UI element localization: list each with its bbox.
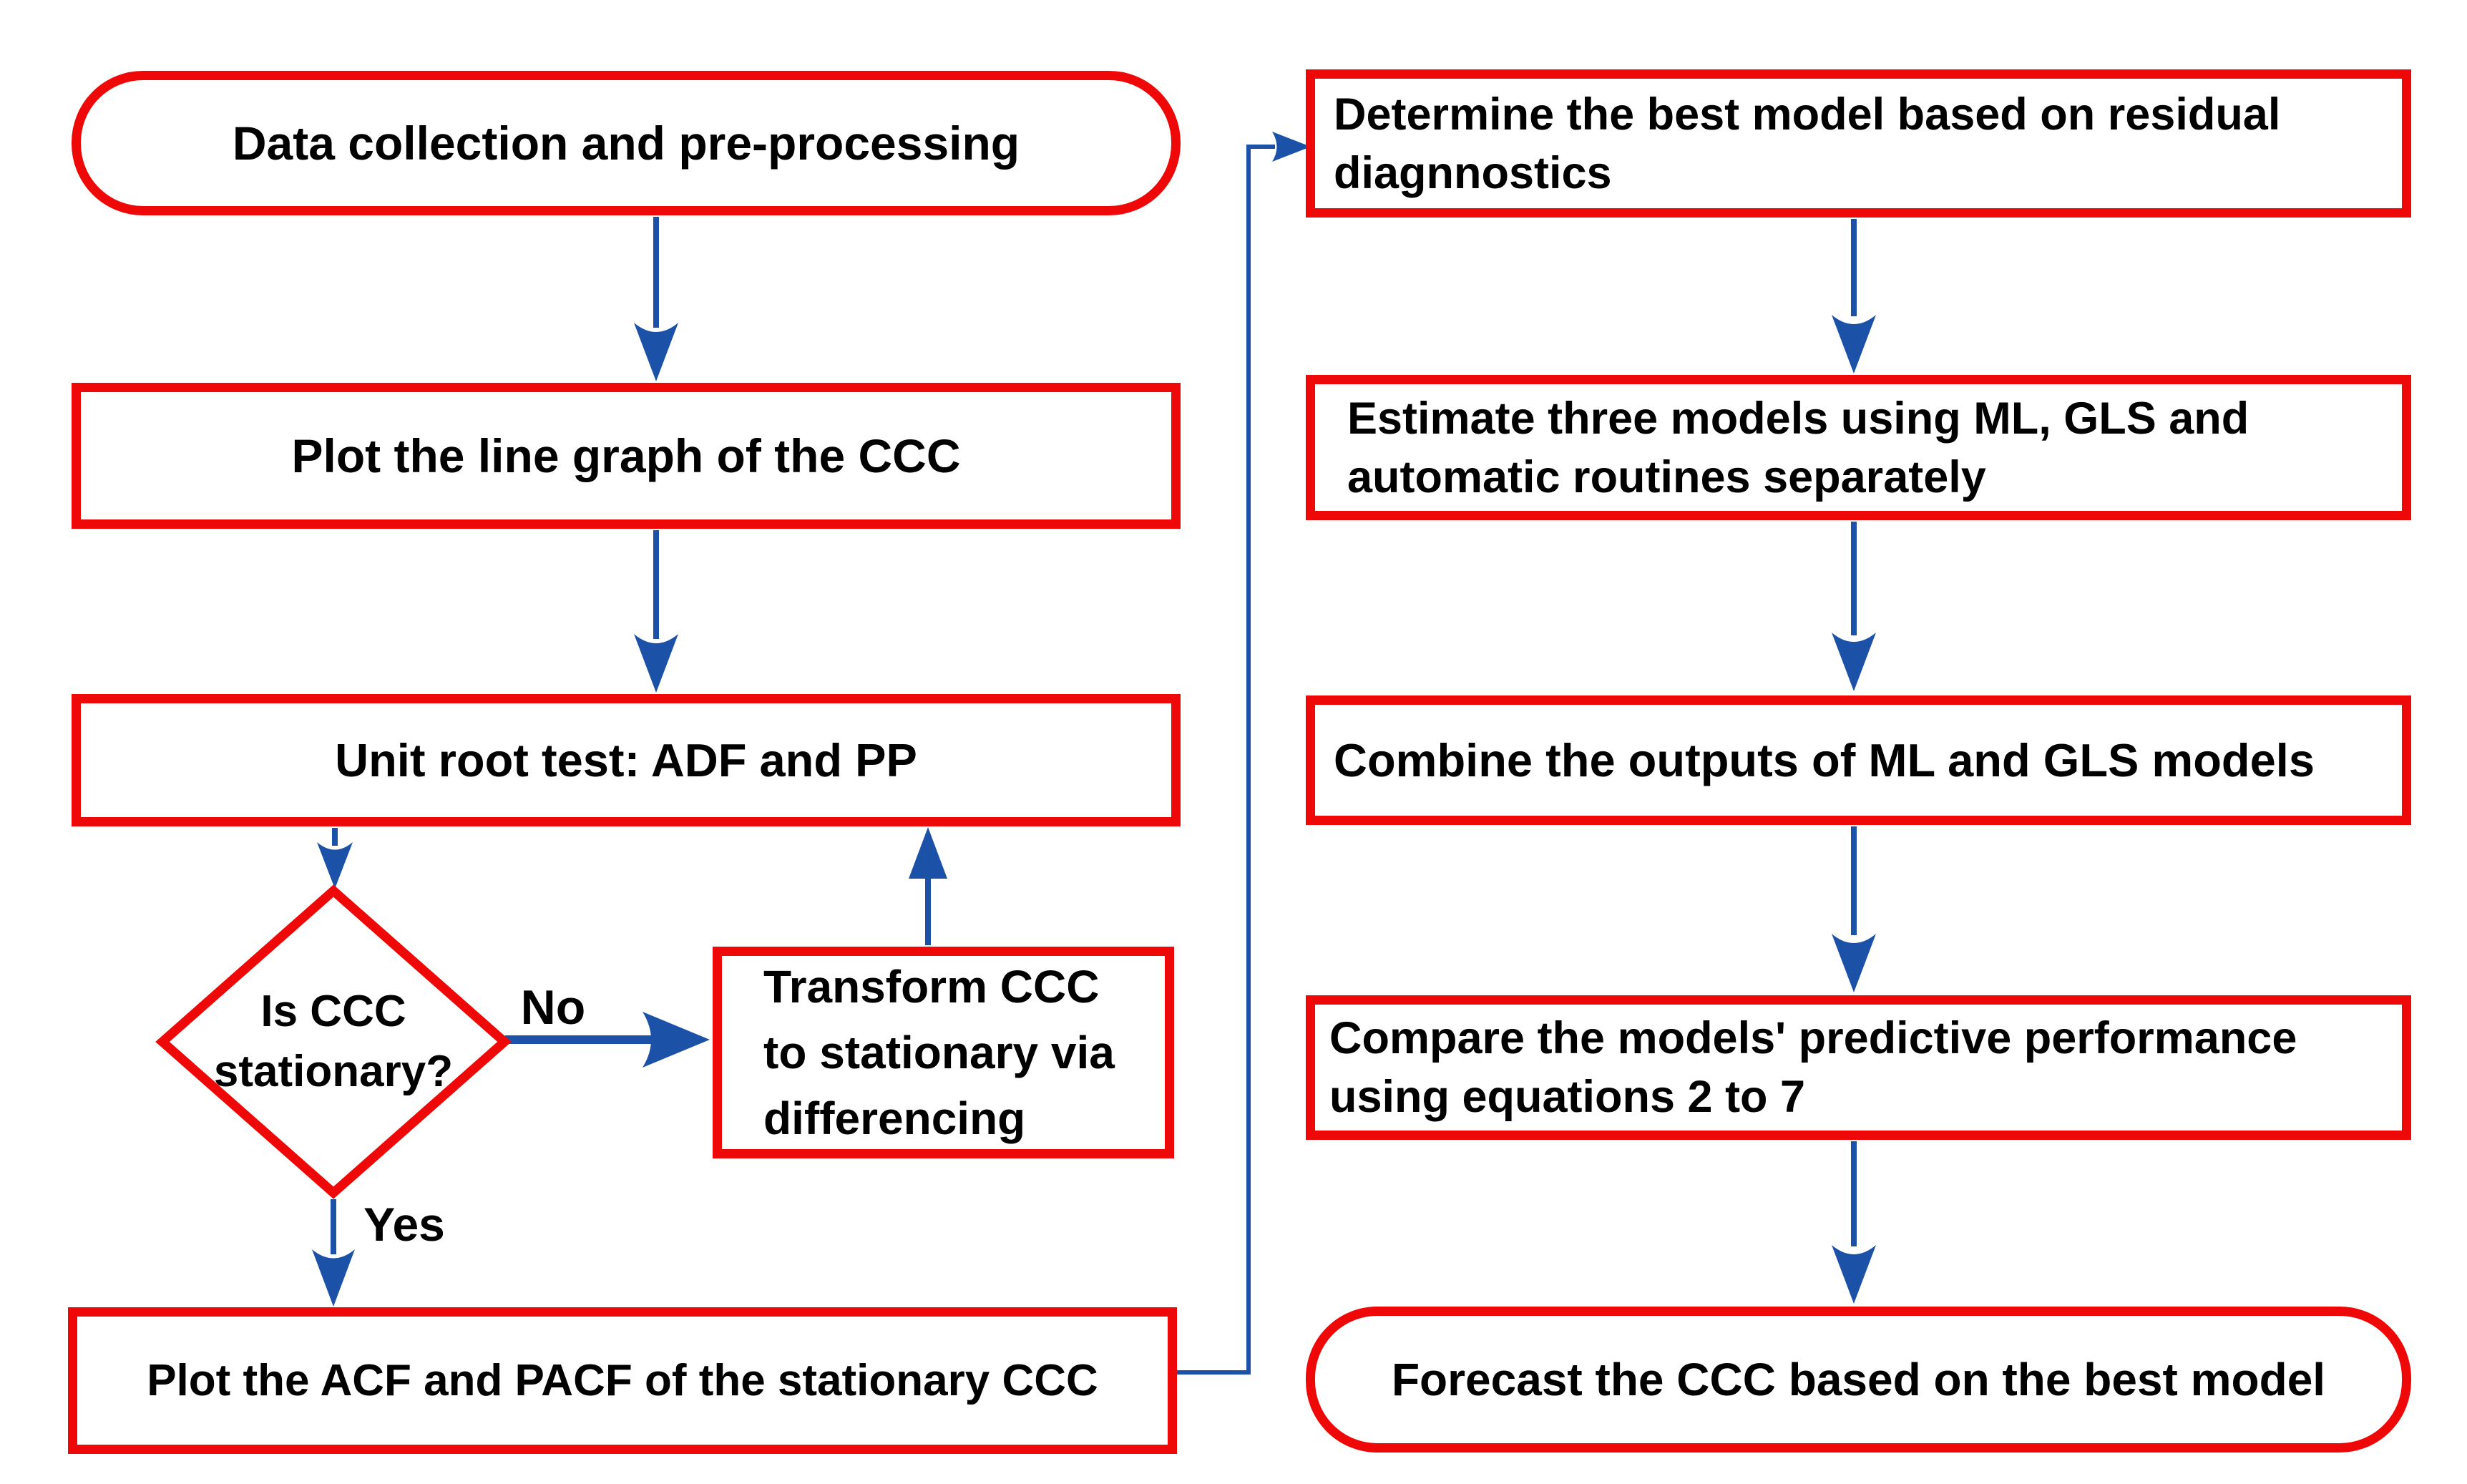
node-label-line2: automatic routines separately — [1347, 451, 1986, 502]
node-label-line1: Compare the models' predictive performan… — [1329, 1013, 2297, 1063]
arrowhead-down-icon — [634, 634, 678, 693]
arrowhead-down-icon — [1832, 934, 1876, 992]
node-unit-root-test: Unit root test: ADF and PP — [72, 694, 1181, 826]
node-forecast-ccc: Forecast the CCC based on the best model — [1306, 1307, 2411, 1453]
node-label: Plot the ACF and PACF of the stationary … — [147, 1355, 1098, 1405]
node-label-line2: using equations 2 to 7 — [1329, 1072, 1806, 1122]
node-label-line1: Determine the best model based on residu… — [1334, 89, 2281, 140]
node-determine-best-model: Determine the best model based on residu… — [1306, 69, 2411, 218]
node-label-line2: to stationary via — [763, 1027, 1115, 1078]
edge-label-yes: Yes — [343, 1196, 465, 1253]
arrowhead-down-icon — [1832, 1245, 1876, 1304]
node-label: Data collection and pre-processing — [232, 116, 1020, 170]
arrowhead-down-icon — [634, 323, 678, 381]
node-estimate-models: Estimate three models using ML, GLS and … — [1306, 375, 2411, 520]
edge-label-no: No — [503, 979, 603, 1036]
node-label-line1: Is CCC — [260, 987, 406, 1036]
node-plot-acf-pacf: Plot the ACF and PACF of the stationary … — [68, 1307, 1177, 1454]
node-data-collection: Data collection and pre-processing — [72, 71, 1181, 215]
arrowhead-down-icon — [1832, 633, 1876, 691]
arrowhead-right-icon — [643, 1012, 710, 1068]
node-is-ccc-stationary: Is CCC stationary? — [158, 886, 509, 1198]
node-label-line3: differencing — [763, 1093, 1026, 1144]
node-label: Forecast the CCC based on the best model — [1391, 1354, 2326, 1405]
arrowhead-up-icon — [909, 827, 947, 879]
node-label: Unit root test: ADF and PP — [335, 733, 917, 786]
arrowhead-right-icon — [1272, 132, 1311, 162]
node-label-line1: Transform CCC — [763, 961, 1100, 1012]
node-plot-line-graph: Plot the line graph of the CCC — [72, 383, 1181, 529]
node-label-line2: diagnnostics — [1334, 147, 1612, 198]
edge-label-text: No — [520, 980, 586, 1035]
node-transform-ccc: Transform CCC to stationary via differen… — [713, 947, 1174, 1158]
node-label-line1: Estimate three models using ML, GLS and — [1347, 393, 2249, 444]
edge-label-text: Yes — [363, 1198, 445, 1251]
node-combine-outputs: Combine the outputs of ML and GLS models — [1306, 695, 2411, 825]
arrowhead-down-icon — [1832, 315, 1876, 374]
connector-acf-to-determine — [1177, 145, 1275, 1375]
node-label-line2: stationary? — [213, 1047, 454, 1096]
node-label: Combine the outputs of ML and GLS models — [1334, 733, 2315, 786]
node-compare-performance: Compare the models' predictive performan… — [1306, 995, 2411, 1140]
arrowhead-down-icon — [312, 1249, 355, 1307]
node-label: Plot the line graph of the CCC — [291, 429, 961, 482]
arrowhead-down-icon — [317, 842, 353, 889]
